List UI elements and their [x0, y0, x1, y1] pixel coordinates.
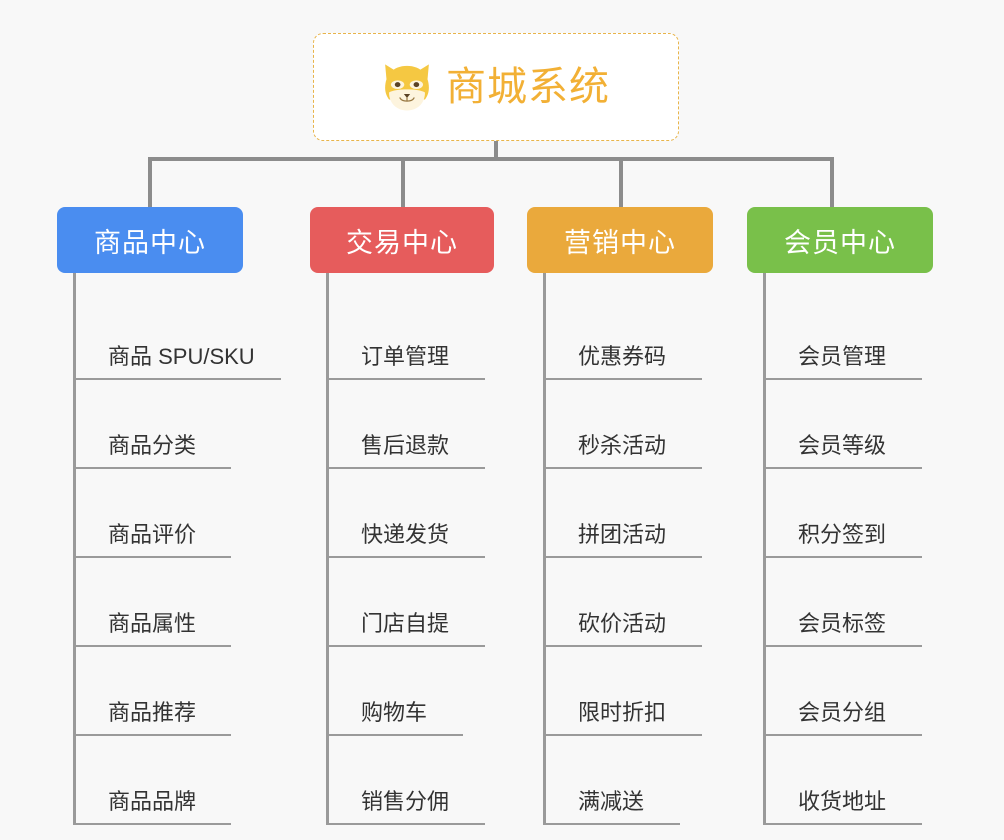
leaf-rule — [329, 645, 485, 647]
leaf-label: 砍价活动 — [578, 610, 667, 636]
list-item[interactable]: 限时折扣 — [546, 647, 722, 736]
category-column-trade: 交易中心 订单管理 售后退款 快递发货 门店自提 购物车 — [310, 207, 510, 825]
leaf-label: 会员管理 — [798, 343, 887, 369]
category-label: 交易中心 — [346, 227, 458, 258]
leaf-rule — [546, 467, 702, 469]
leaf-rule — [76, 467, 231, 469]
leaf-label: 优惠券码 — [578, 343, 667, 369]
leaf-label: 秒杀活动 — [578, 432, 667, 458]
leaf-rule — [76, 556, 231, 558]
connector-drop-4 — [830, 157, 834, 207]
list-item[interactable]: 快递发货 — [329, 469, 510, 558]
list-item[interactable]: 会员标签 — [766, 558, 942, 647]
leaf-rule — [329, 734, 463, 736]
leaf-rule — [76, 823, 231, 825]
list-item[interactable]: 收货地址 — [766, 736, 942, 825]
leaf-rule — [329, 823, 485, 825]
connector-drop-1 — [148, 157, 152, 207]
list-item[interactable]: 满减送 — [546, 736, 722, 825]
list-item[interactable]: 购物车 — [329, 647, 510, 736]
leaf-list-marketing: 优惠券码 秒杀活动 拼团活动 砍价活动 限时折扣 满减送 — [543, 273, 722, 825]
leaf-label: 购物车 — [361, 699, 428, 725]
leaf-rule — [329, 467, 485, 469]
leaf-label: 商品推荐 — [108, 699, 197, 725]
connector-drop-3 — [619, 157, 623, 207]
list-item[interactable]: 订单管理 — [329, 291, 510, 380]
list-item[interactable]: 商品品牌 — [76, 736, 287, 825]
category-column-member: 会员中心 会员管理 会员等级 积分签到 会员标签 会员分组 — [747, 207, 942, 825]
list-item[interactable]: 秒杀活动 — [546, 380, 722, 469]
list-item[interactable]: 拼团活动 — [546, 469, 722, 558]
leaf-label: 满减送 — [578, 788, 645, 814]
leaf-rule — [546, 734, 702, 736]
category-column-product: 商品中心 商品 SPU/SKU 商品分类 商品评价 商品属性 商品推荐 — [57, 207, 287, 825]
leaf-label: 商品评价 — [108, 521, 197, 547]
leaf-label: 商品属性 — [108, 610, 197, 636]
root-node[interactable]: 商城系统 — [313, 33, 679, 141]
leaf-label: 售后退款 — [361, 432, 450, 458]
list-item[interactable]: 商品 SPU/SKU — [76, 291, 287, 380]
category-label: 会员中心 — [784, 227, 896, 258]
leaf-rule — [766, 467, 922, 469]
leaf-rule — [546, 645, 702, 647]
leaf-rule — [546, 556, 702, 558]
leaf-rule — [766, 823, 922, 825]
leaf-label: 门店自提 — [361, 610, 450, 636]
category-label: 营销中心 — [564, 227, 676, 258]
connector-stem — [494, 141, 498, 159]
list-item[interactable]: 会员分组 — [766, 647, 942, 736]
list-item[interactable]: 优惠券码 — [546, 291, 722, 380]
leaf-rule — [766, 378, 922, 380]
list-item[interactable]: 积分签到 — [766, 469, 942, 558]
leaf-rule — [76, 734, 231, 736]
list-item[interactable]: 会员管理 — [766, 291, 942, 380]
connector-drop-2 — [401, 157, 405, 207]
list-item[interactable]: 商品分类 — [76, 380, 287, 469]
leaf-label: 收货地址 — [798, 788, 887, 814]
leaf-rule — [546, 378, 702, 380]
category-label: 商品中心 — [94, 227, 206, 258]
leaf-list-member: 会员管理 会员等级 积分签到 会员标签 会员分组 收货地址 — [763, 273, 942, 825]
leaf-rule — [76, 378, 281, 380]
leaf-list-trade: 订单管理 售后退款 快递发货 门店自提 购物车 销售分佣 — [326, 273, 510, 825]
list-item[interactable]: 门店自提 — [329, 558, 510, 647]
leaf-label: 会员等级 — [798, 432, 887, 458]
category-header-product[interactable]: 商品中心 — [57, 207, 243, 273]
leaf-rule — [329, 556, 485, 558]
shiba-dog-face-icon — [385, 64, 429, 111]
leaf-label: 会员分组 — [798, 699, 887, 725]
connector-bus — [148, 157, 832, 161]
leaf-rule — [766, 556, 922, 558]
leaf-label: 订单管理 — [361, 343, 450, 369]
leaf-list-product: 商品 SPU/SKU 商品分类 商品评价 商品属性 商品推荐 商品品牌 — [73, 273, 287, 825]
category-header-marketing[interactable]: 营销中心 — [527, 207, 713, 273]
list-item[interactable]: 商品评价 — [76, 469, 287, 558]
leaf-rule — [546, 823, 680, 825]
leaf-label: 拼团活动 — [578, 521, 667, 547]
category-header-trade[interactable]: 交易中心 — [310, 207, 494, 273]
leaf-label: 商品品牌 — [108, 788, 197, 814]
root-title: 商城系统 — [446, 65, 610, 109]
list-item[interactable]: 会员等级 — [766, 380, 942, 469]
list-item[interactable]: 销售分佣 — [329, 736, 510, 825]
leaf-label: 积分签到 — [798, 521, 887, 547]
list-item[interactable]: 砍价活动 — [546, 558, 722, 647]
leaf-rule — [76, 645, 231, 647]
category-header-member[interactable]: 会员中心 — [747, 207, 933, 273]
leaf-label: 会员标签 — [798, 610, 887, 636]
leaf-label: 快递发货 — [361, 521, 450, 547]
leaf-label: 商品分类 — [108, 432, 197, 458]
leaf-rule — [766, 734, 922, 736]
leaf-rule — [329, 378, 485, 380]
list-item[interactable]: 商品属性 — [76, 558, 287, 647]
leaf-label: 限时折扣 — [578, 699, 667, 725]
list-item[interactable]: 商品推荐 — [76, 647, 287, 736]
category-column-marketing: 营销中心 优惠券码 秒杀活动 拼团活动 砍价活动 限时折扣 — [527, 207, 722, 825]
leaf-label: 商品 SPU/SKU — [108, 343, 255, 369]
leaf-rule — [766, 645, 922, 647]
leaf-label: 销售分佣 — [361, 788, 450, 814]
list-item[interactable]: 售后退款 — [329, 380, 510, 469]
